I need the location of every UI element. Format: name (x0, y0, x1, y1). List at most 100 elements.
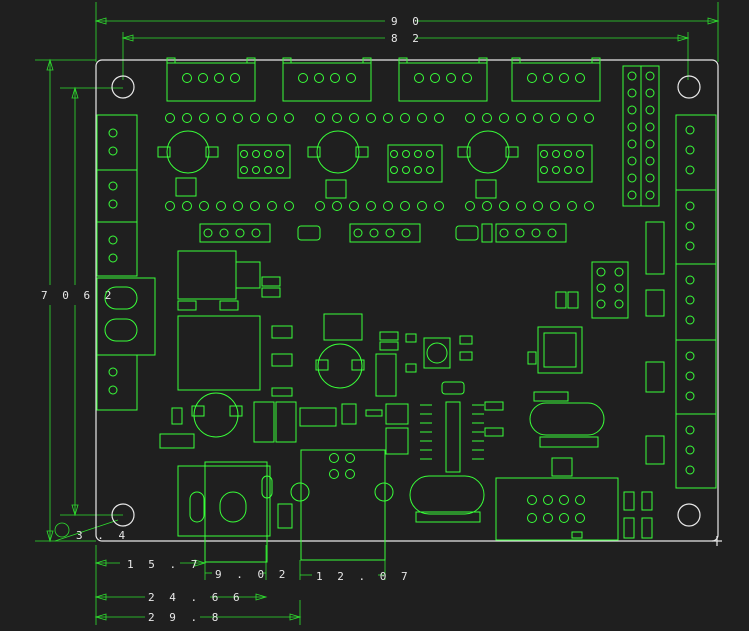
pad (198, 73, 208, 83)
pad (390, 150, 398, 158)
left-edge-connectors (96, 114, 156, 411)
pad (550, 201, 560, 211)
pad (383, 201, 393, 211)
pad (614, 267, 624, 277)
dim-bottom-1: 1 5 . 7 (127, 558, 201, 571)
pad (267, 113, 277, 123)
pad (240, 166, 248, 174)
pad (366, 113, 376, 123)
center-components (315, 313, 473, 397)
bottom-jacks (177, 449, 481, 563)
pad (233, 113, 243, 123)
pad (576, 166, 584, 174)
pad (552, 166, 560, 174)
pad (414, 166, 422, 174)
pad (414, 73, 424, 83)
pad (559, 73, 569, 83)
pad (645, 173, 655, 183)
pad (685, 241, 695, 251)
right-mid-parts (551, 221, 665, 477)
ic-column (420, 401, 504, 473)
pad (645, 190, 655, 200)
pad (482, 201, 492, 211)
dim-bottom-2: 9 . 0 2 (215, 568, 289, 581)
pads (108, 71, 695, 523)
dimension-labels: 9 0 8 2 7 0 6 2 3 . 4 1 5 . 7 9 . 0 2 1 … (41, 15, 419, 624)
pad (199, 201, 209, 211)
pad (446, 73, 456, 83)
pad (499, 113, 509, 123)
pad (575, 495, 585, 505)
pad (584, 113, 594, 123)
pad (203, 228, 213, 238)
power-section (177, 250, 293, 397)
pad (533, 113, 543, 123)
pad (264, 150, 272, 158)
pad (400, 201, 410, 211)
pad (685, 201, 695, 211)
pad (685, 371, 695, 381)
pad (614, 283, 624, 293)
pad (685, 295, 695, 305)
pad (596, 283, 606, 293)
pad (252, 150, 260, 158)
pad (240, 150, 248, 158)
pad (564, 166, 572, 174)
pad (219, 228, 229, 238)
pad (400, 113, 410, 123)
pad (559, 513, 569, 523)
pad (685, 351, 695, 361)
dim-bottom-3: 1 2 . 0 7 (316, 570, 412, 583)
motor-connectors (166, 57, 601, 102)
qfn-chip (527, 291, 583, 374)
pad (390, 166, 398, 174)
dim-bottom-4: 2 4 . 6 6 (148, 591, 244, 604)
pad (182, 201, 192, 211)
pad (284, 201, 294, 211)
pad (426, 166, 434, 174)
pad (685, 145, 695, 155)
pad (527, 513, 537, 523)
pad (108, 146, 118, 156)
pad (645, 156, 655, 166)
pad (559, 495, 569, 505)
pad (627, 122, 637, 132)
pad (402, 150, 410, 158)
pad (250, 113, 260, 123)
pad (264, 166, 272, 174)
pad (584, 201, 594, 211)
pad (543, 73, 553, 83)
pad (543, 513, 553, 523)
pad (564, 150, 572, 158)
pad (543, 495, 553, 505)
pad (627, 156, 637, 166)
pad (434, 113, 444, 123)
pad (567, 113, 577, 123)
pad (182, 113, 192, 123)
pad (251, 228, 261, 238)
pad (402, 166, 410, 174)
pad (540, 150, 548, 158)
pad (627, 71, 637, 81)
pad (230, 73, 240, 83)
pad (369, 228, 379, 238)
pad (345, 469, 355, 479)
pad (685, 221, 695, 231)
pad (685, 465, 695, 475)
pad (430, 73, 440, 83)
pad (108, 199, 118, 209)
pad (645, 71, 655, 81)
pad (685, 425, 695, 435)
pad (645, 139, 655, 149)
pad (533, 201, 543, 211)
pad (499, 228, 509, 238)
pad (596, 267, 606, 277)
pad (233, 201, 243, 211)
crystals (409, 391, 605, 515)
pad (527, 495, 537, 505)
pad (267, 201, 277, 211)
pad (298, 73, 308, 83)
pad (575, 73, 585, 83)
pad (330, 73, 340, 83)
